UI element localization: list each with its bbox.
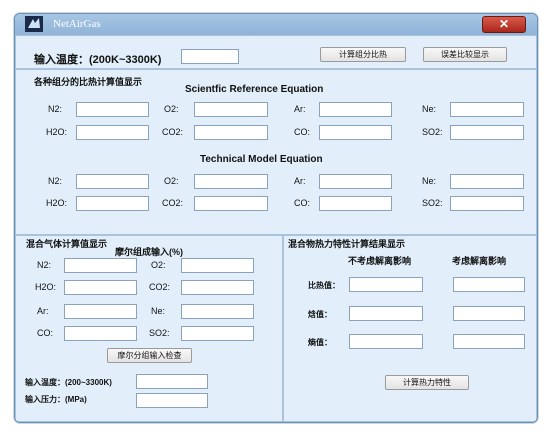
model-n2-field[interactable] <box>76 174 149 189</box>
mix-so2-field[interactable] <box>181 326 254 341</box>
results-section-title: 混合物热力特性计算结果显示 <box>288 239 406 249</box>
mix-temp-field[interactable] <box>136 374 208 389</box>
ref-ne-field[interactable] <box>450 102 524 117</box>
model-so2-field[interactable] <box>450 196 524 211</box>
model-ne-label: Ne: <box>422 176 437 186</box>
enthalpy-label: 焓值： <box>308 310 332 319</box>
mix-n2-field[interactable] <box>64 258 137 273</box>
results-panel <box>283 235 537 422</box>
ref-co-field[interactable] <box>319 125 392 140</box>
mole-check-button[interactable]: 摩尔分组输入检查 <box>107 348 192 363</box>
model-co2-field[interactable] <box>194 196 268 211</box>
mole-input-title: 摩尔组成输入(%) <box>115 247 183 257</box>
species-section-title: 各种组分的比热计算值显示 <box>34 77 143 87</box>
mix-n2-label: N2: <box>37 260 52 270</box>
ref-n2-label: N2: <box>48 104 63 114</box>
model-o2-label: O2: <box>164 176 179 186</box>
window-title: NetAirGas <box>53 18 101 30</box>
ref-co2-field[interactable] <box>194 125 268 140</box>
error-compare-button[interactable]: 误差比较显示 <box>423 47 507 62</box>
mix-pressure-label: 输入压力：(MPa) <box>25 395 87 404</box>
input-temp-field[interactable] <box>181 49 239 64</box>
model-ar-field[interactable] <box>319 174 392 189</box>
title-bar: NetAirGas ✕ <box>15 14 537 36</box>
mix-co-field[interactable] <box>64 326 137 341</box>
model-co2-label: CO2: <box>162 198 184 208</box>
model-o2-field[interactable] <box>194 174 268 189</box>
col-no-dissociation-header: 不考虑解离影响 <box>348 256 412 266</box>
model-so2-label: SO2: <box>422 198 443 208</box>
ref-ar-label: Ar: <box>294 104 306 114</box>
mix-ar-label: Ar: <box>37 306 49 316</box>
ref-o2-field[interactable] <box>194 102 268 117</box>
input-temp-label: 输入温度：(200K~3300K) <box>34 54 162 66</box>
ref-h2o-field[interactable] <box>76 125 149 140</box>
model-ar-label: Ar: <box>294 176 306 186</box>
model-h2o-field[interactable] <box>76 196 149 211</box>
mix-ar-field[interactable] <box>64 304 137 319</box>
mix-h2o-label: H2O: <box>35 282 57 292</box>
close-button[interactable]: ✕ <box>482 16 526 33</box>
mix-o2-label: O2: <box>151 260 166 270</box>
col-dissociation-header: 考虑解离影响 <box>452 256 507 266</box>
model-h2o-label: H2O: <box>46 198 68 208</box>
specific-heat-dissoc-field[interactable] <box>453 277 525 292</box>
mix-pressure-field[interactable] <box>136 393 208 408</box>
mix-co2-label: CO2: <box>149 282 171 292</box>
ref-o2-label: O2: <box>164 104 179 114</box>
reference-equation-title: Scientfic Reference Equation <box>185 84 324 95</box>
specific-heat-no-dissoc-field[interactable] <box>349 277 423 292</box>
entropy-dissoc-field[interactable] <box>453 334 525 349</box>
calc-thermo-button[interactable]: 计算热力特性 <box>385 375 469 390</box>
enthalpy-no-dissoc-field[interactable] <box>349 306 423 321</box>
ref-n2-field[interactable] <box>76 102 149 117</box>
mix-ne-label: Ne: <box>151 306 166 316</box>
enthalpy-dissoc-field[interactable] <box>453 306 525 321</box>
species-panel <box>15 69 537 235</box>
ref-co-label: CO: <box>294 127 311 137</box>
mix-co-label: CO: <box>37 328 54 338</box>
ref-ar-field[interactable] <box>319 102 392 117</box>
calc-species-button[interactable]: 计算组分比热 <box>320 47 406 62</box>
ref-co2-label: CO2: <box>162 127 184 137</box>
mixture-panel <box>15 235 283 422</box>
mix-temp-label: 输入温度：(200~3300K) <box>25 378 112 387</box>
ref-so2-label: SO2: <box>422 127 443 137</box>
ref-h2o-label: H2O: <box>46 127 68 137</box>
model-equation-title: Technical Model Equation <box>200 154 323 165</box>
top-panel <box>15 35 537 69</box>
entropy-label: 熵值： <box>308 338 332 347</box>
model-ne-field[interactable] <box>450 174 524 189</box>
app-logo-icon <box>25 16 43 32</box>
entropy-no-dissoc-field[interactable] <box>349 334 423 349</box>
ref-ne-label: Ne: <box>422 104 437 114</box>
model-co-field[interactable] <box>319 196 392 211</box>
mix-ne-field[interactable] <box>181 304 254 319</box>
specific-heat-label: 比热值： <box>308 281 340 290</box>
mix-co2-field[interactable] <box>181 280 254 295</box>
ref-so2-field[interactable] <box>450 125 524 140</box>
app-window: NetAirGas ✕ 输入温度：(200K~3300K) 计算组分比热 误差比… <box>14 13 538 423</box>
mix-h2o-field[interactable] <box>64 280 137 295</box>
mix-o2-field[interactable] <box>181 258 254 273</box>
mixture-section-title: 混合气体计算值显示 <box>26 239 108 249</box>
model-co-label: CO: <box>294 198 311 208</box>
model-n2-label: N2: <box>48 176 63 186</box>
mix-so2-label: SO2: <box>149 328 170 338</box>
